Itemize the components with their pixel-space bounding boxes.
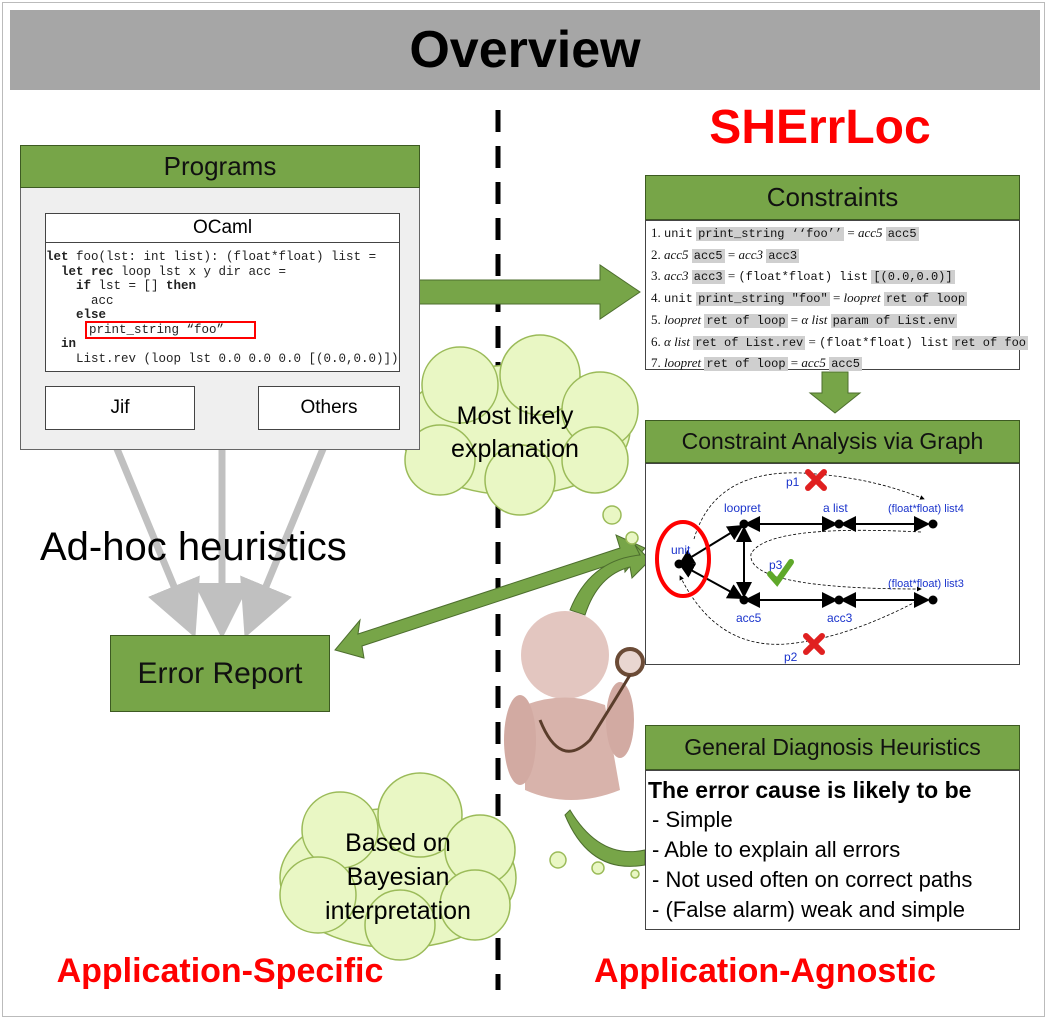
node-acc5: acc5 (736, 611, 762, 625)
node-unit: unit (671, 543, 691, 557)
constraint-number: 7. (651, 355, 661, 371)
diagnosis-item: - Able to explain all errors (652, 837, 901, 862)
constraint-row: 7. loopret ret of loop = acc5 acc5 (651, 355, 862, 372)
others-box: Others (258, 386, 400, 430)
arrow-to-graph (808, 371, 862, 414)
constraint-source: ret of loop (704, 357, 788, 372)
cloud-bayesian-shape (279, 772, 640, 961)
ocaml-label: OCaml (46, 214, 399, 243)
graph-nodes (674, 519, 938, 605)
constraint-term: acc5 (801, 355, 826, 371)
application-agnostic-label: Application-Agnostic (594, 952, 936, 990)
highlighted-error-code: print_string “foo” (85, 320, 257, 339)
path-p3: p3 (769, 558, 783, 572)
adhoc-heuristics-label: Ad-hoc heuristics (40, 525, 347, 569)
constraints-header: Constraints (645, 175, 1020, 220)
diagnosis-panel: The error cause is likely to be - Simple… (645, 770, 1020, 930)
constraint-source: param of List.env (830, 313, 958, 328)
constraint-source: acc5 (829, 357, 862, 372)
constraint-number: 2. (651, 246, 661, 262)
constraint-number: 5. (651, 311, 661, 327)
brand-title: SHErrLoc (709, 101, 931, 154)
edges (678, 516, 930, 608)
constraint-source: acc5 (691, 248, 725, 263)
graph-header: Constraint Analysis via Graph (645, 420, 1020, 463)
constraint-row: 3. acc3 acc3 = (float*float) list [(0.0,… (651, 268, 955, 285)
node-acc3: acc3 (827, 611, 853, 625)
check-icon (767, 559, 794, 587)
node-alist: a list (823, 501, 848, 515)
constraint-term: unit (664, 292, 693, 307)
constraint-row: 1. unit print_string ‘‘foo’’ = acc5 acc5 (651, 225, 919, 241)
doctor-figure-icon (504, 611, 645, 800)
paths (679, 472, 925, 645)
constraint-source: [(0.0,0.0)] (871, 270, 955, 285)
constraint-source: ret of List.rev (693, 335, 806, 350)
constraint-source: acc3 (691, 270, 725, 285)
constraint-term: α list (801, 311, 828, 327)
constraint-row: 6. α list ret of List.rev = (float*float… (651, 333, 1028, 350)
constraint-number: 1. (651, 225, 661, 240)
constraint-term: acc3 (664, 268, 689, 284)
constraint-term: acc5 (857, 225, 883, 240)
diagnosis-item: - Not used often on correct paths (652, 867, 973, 892)
constraint-term: loopret (664, 355, 702, 371)
constraint-number: 6. (651, 333, 661, 349)
constraint-term: α list (664, 333, 690, 349)
constraint-source: print_string ‘‘foo’’ (696, 227, 845, 241)
node-loopret: loopret (724, 501, 761, 515)
constraint-term: loopret (664, 311, 702, 327)
constraint-number: 4. (651, 290, 661, 306)
code-listing: let foo(lst: int list): (float*float) li… (46, 250, 399, 366)
constraint-row: 4. unit print_string "foo" = loopret ret… (651, 290, 968, 307)
cloud-explanation-shape (399, 334, 660, 555)
application-specific-label: Application-Specific (56, 952, 384, 990)
diagnosis-lead: The error cause is likely to be (648, 777, 972, 803)
constraint-source: acc5 (885, 227, 919, 241)
constraint-source: ret of loop (704, 313, 788, 328)
ocaml-box: OCaml let foo(lst: int list): (float*flo… (45, 213, 400, 372)
cross-icon (805, 469, 827, 491)
curved-arrow-2 (564, 809, 646, 867)
jif-box: Jif (45, 386, 195, 430)
slide-title: Overview (10, 10, 1040, 90)
constraint-term: (float*float) list (738, 270, 869, 285)
constraint-source: ret of foo (951, 335, 1028, 350)
programs-header: Programs (20, 145, 420, 188)
constraint-source: ret of loop (883, 292, 968, 307)
constraints-list: 1. unit print_string ‘‘foo’’ = acc5 acc5… (645, 220, 1028, 372)
constraint-term: (float*float) list (819, 335, 949, 350)
constraint-source: acc3 (766, 248, 800, 263)
constraint-term: acc3 (738, 246, 763, 262)
constraint-term: unit (664, 227, 693, 241)
constraint-term: loopret (843, 290, 881, 306)
constraint-source: print_string "foo" (696, 292, 830, 307)
path-p2: p2 (784, 650, 798, 664)
error-cause-highlight (655, 520, 711, 598)
constraint-number: 3. (651, 268, 661, 284)
graph-panel: unit loopret a list (float*float) list4 … (645, 463, 1020, 665)
cross-icon (803, 633, 825, 655)
path-p1: p1 (786, 475, 800, 489)
constraint-row: 2. acc5 acc5 = acc3 acc3 (651, 246, 800, 263)
constraint-term: acc5 (664, 246, 689, 262)
diagnosis-item: - Simple (652, 807, 733, 832)
constraint-graph: unit loopret a list (float*float) list4 … (655, 469, 964, 664)
diagnosis-header: General Diagnosis Heuristics (645, 725, 1020, 770)
constraint-row: 5. loopret ret of loop = α list param of… (651, 311, 958, 328)
diagnosis-item: - (False alarm) weak and simple (652, 897, 965, 922)
node-list4: (float*float) list4 (888, 503, 964, 515)
node-list3: (float*float) list3 (888, 578, 964, 590)
error-report-box: Error Report (110, 635, 330, 712)
